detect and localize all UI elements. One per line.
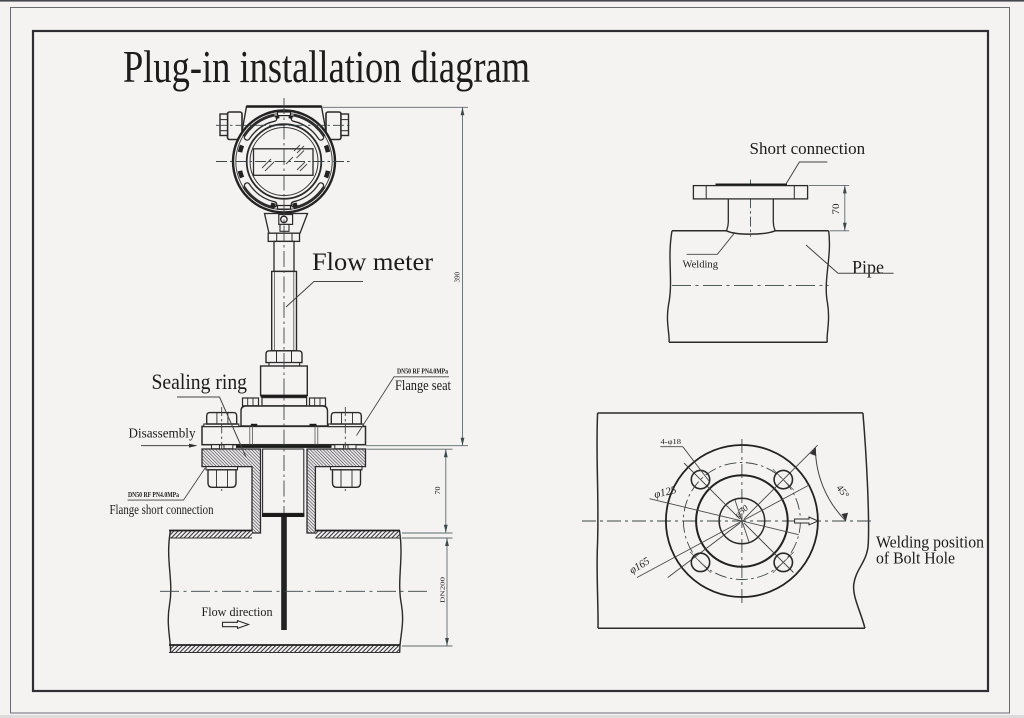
svg-text:DN200: DN200 bbox=[440, 577, 447, 603]
svg-text:70: 70 bbox=[434, 486, 442, 495]
svg-text:Flange short connection: Flange short connection bbox=[110, 502, 214, 517]
svg-text:Pipe: Pipe bbox=[852, 258, 884, 279]
svg-text:70: 70 bbox=[831, 203, 841, 215]
svg-text:Plug-in installation diagram: Plug-in installation diagram bbox=[123, 41, 530, 92]
svg-text:Flange seat: Flange seat bbox=[395, 378, 452, 394]
svg-text:φ125: φ125 bbox=[653, 484, 678, 501]
svg-text:Disassembly: Disassembly bbox=[129, 426, 196, 441]
svg-text:Welding position: Welding position bbox=[876, 533, 984, 552]
svg-text:Sealing ring: Sealing ring bbox=[152, 369, 248, 394]
svg-text:of Bolt Hole: of Bolt Hole bbox=[876, 549, 955, 568]
svg-text:Flow meter: Flow meter bbox=[312, 249, 434, 276]
svg-text:4-φ18: 4-φ18 bbox=[661, 437, 682, 446]
svg-text:Welding: Welding bbox=[683, 260, 719, 271]
svg-text:390: 390 bbox=[454, 272, 462, 283]
svg-text:Short connection: Short connection bbox=[750, 139, 866, 158]
svg-text:Flow direction: Flow direction bbox=[202, 604, 273, 619]
svg-text:DN50 RF PN4.0MPa: DN50 RF PN4.0MPa bbox=[397, 368, 448, 376]
svg-text:DN50 RF PN4.0MPa: DN50 RF PN4.0MPa bbox=[128, 491, 179, 499]
